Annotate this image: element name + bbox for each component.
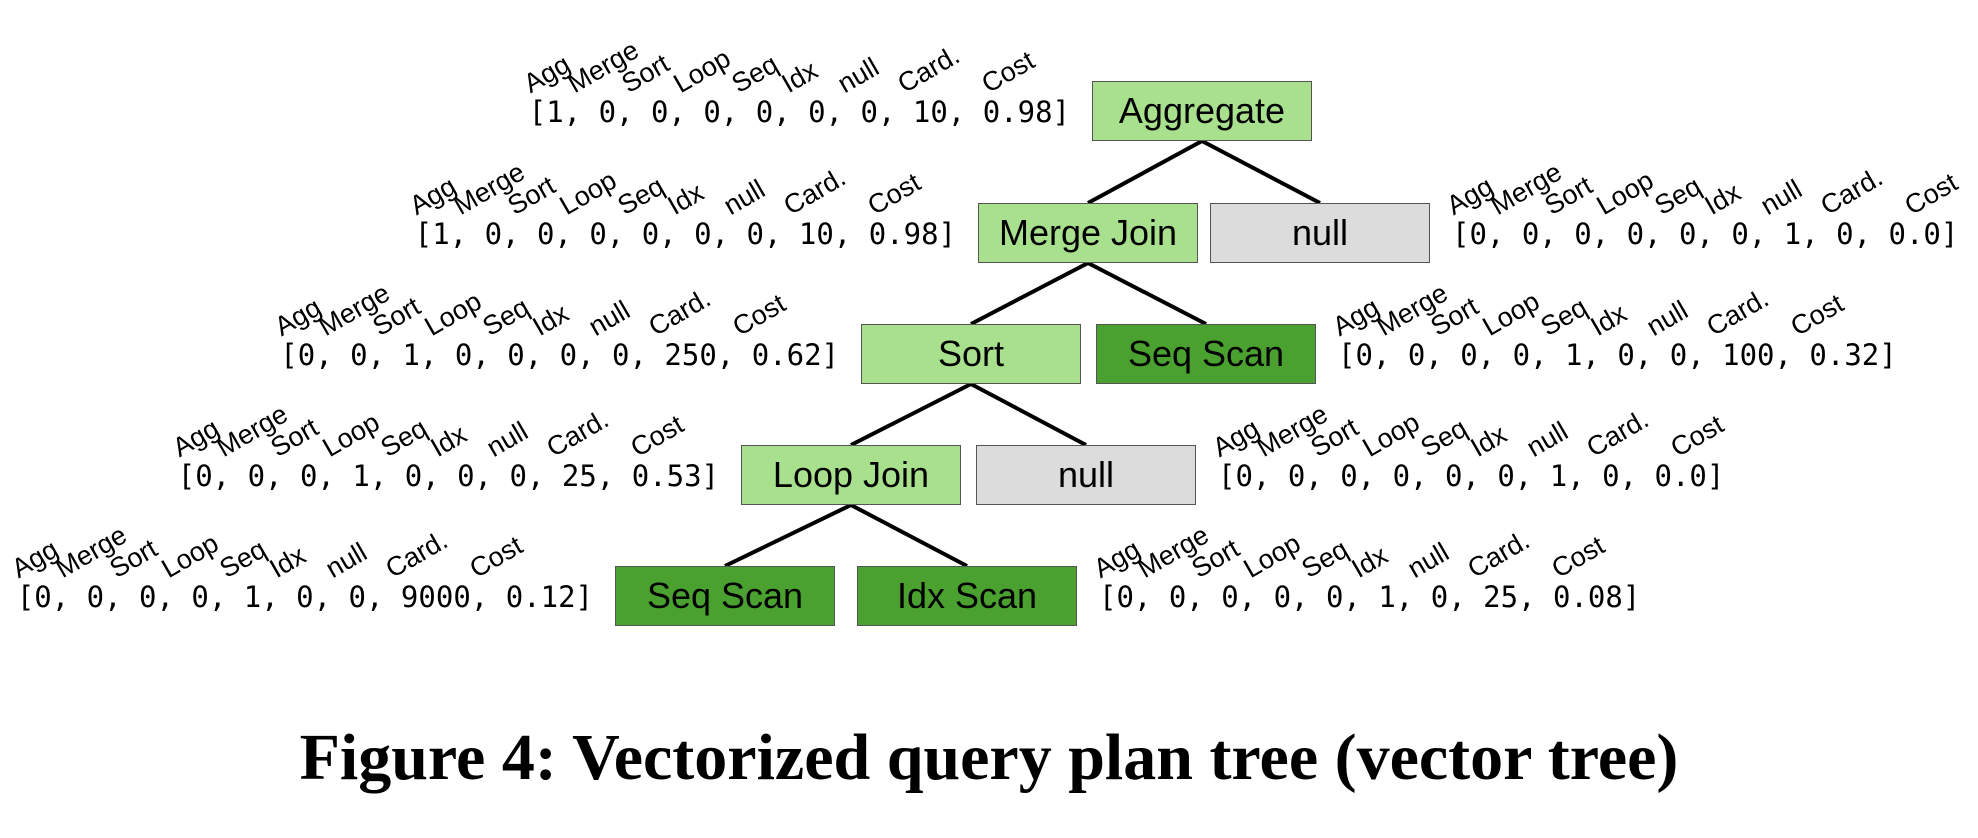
plan-node-sort: Sort <box>861 324 1081 384</box>
feature-vector-merge-join: [1, 0, 0, 0, 0, 0, 0, 10, 0.98] <box>414 217 956 251</box>
feature-vector-aggregate: [1, 0, 0, 0, 0, 0, 0, 10, 0.98] <box>528 95 1070 129</box>
feature-vector-sort: [0, 0, 1, 0, 0, 0, 0, 250, 0.62] <box>280 338 839 372</box>
plan-node-null-1: null <box>1210 203 1430 263</box>
tree-edge-sort-to-null-2 <box>970 382 1087 447</box>
feature-vector-loop-join: [0, 0, 0, 1, 0, 0, 0, 25, 0.53] <box>177 459 719 493</box>
tree-edge-merge-join-to-seq-scan-1 <box>1087 261 1207 326</box>
tree-edge-aggregate-to-merge-join <box>1087 139 1203 205</box>
feature-vector-idx-scan: [0, 0, 0, 0, 0, 1, 0, 25, 0.08] <box>1099 580 1641 614</box>
tree-edge-aggregate-to-null-1 <box>1201 139 1321 205</box>
tree-edge-loop-join-to-idx-scan <box>850 503 968 568</box>
feature-vector-null-1: [0, 0, 0, 0, 0, 0, 1, 0, 0.0] <box>1452 217 1959 251</box>
plan-node-idx-scan: Idx Scan <box>857 566 1077 626</box>
tree-edge-sort-to-loop-join <box>850 382 972 447</box>
plan-node-merge-join: Merge Join <box>978 203 1198 263</box>
plan-node-seq-scan-2: Seq Scan <box>615 566 835 626</box>
feature-vector-seq-scan-2: [0, 0, 0, 0, 1, 0, 0, 9000, 0.12] <box>16 580 593 614</box>
plan-node-loop-join: Loop Join <box>741 445 961 505</box>
plan-node-seq-scan-1: Seq Scan <box>1096 324 1316 384</box>
tree-edge-merge-join-to-sort <box>970 261 1089 326</box>
feature-vector-null-2: [0, 0, 0, 0, 0, 0, 1, 0, 0.0] <box>1218 459 1725 493</box>
figure-caption: Figure 4: Vectorized query plan tree (ve… <box>299 721 1679 794</box>
plan-node-null-2: null <box>976 445 1196 505</box>
tree-edge-loop-join-to-seq-scan-2 <box>724 503 852 568</box>
feature-vector-seq-scan-1: [0, 0, 0, 0, 1, 0, 0, 100, 0.32] <box>1338 338 1897 372</box>
plan-node-aggregate: Aggregate <box>1092 81 1312 141</box>
